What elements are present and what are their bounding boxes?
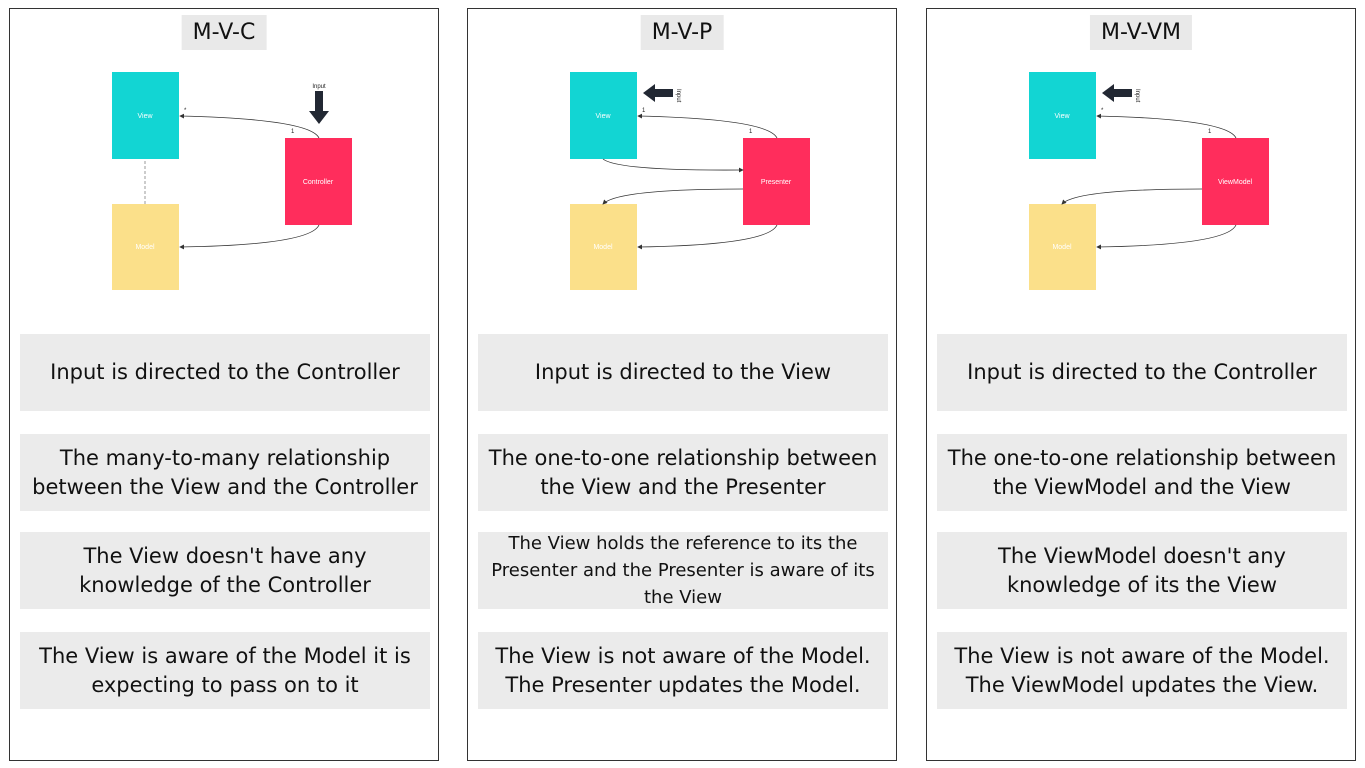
description-card: The one-to-one relationship between the … [478,434,888,511]
view-label: View [137,113,153,120]
card-text: The View is not aware of the Model. The … [495,643,871,697]
description-card: The one-to-one relationship between the … [937,434,1347,511]
view-link-arrow [1096,113,1237,139]
pattern-diagram: ViewModel Controller * 1 Input [112,72,352,290]
middle-label: ViewModel [1218,179,1253,186]
card-text: The View holds the reference to its the … [491,533,875,608]
view-presenter-arrow [602,158,744,173]
panel-title: M-V-C [181,15,267,50]
card-text: The one-to-one relationship between the … [488,445,878,499]
pattern-diagram: ViewModel Presenter 1 1 Input [570,72,810,290]
card-text: The View doesn't have any knowledge of t… [79,543,371,597]
model-update-arrow [637,224,778,250]
controller-box [285,138,352,225]
multiplicity-view: * [184,108,187,114]
description-card: The many-to-many relationship between th… [20,434,430,511]
view-label: View [1054,113,1070,120]
input-label: Input [1134,89,1140,103]
model-box [570,204,637,290]
panel-title: M-V-VM [1089,15,1193,50]
model-label: Model [135,244,155,251]
card-text: The ViewModel doesn't any knowledge of i… [998,543,1286,597]
card-text: Input is directed to the View [534,360,832,384]
model-update-arrow [179,224,320,250]
view-box [1029,72,1096,159]
view-box [112,72,179,159]
view-link-arrow [179,113,320,139]
viewmodel-box [1202,138,1269,225]
description-card: The View is not aware of the Model. The … [937,632,1347,709]
middle-label: Presenter [761,179,792,186]
view-box [570,72,637,159]
input-label: Input [312,84,326,90]
card-text: Input is directed to the Controller [50,360,400,384]
panel-title: M-V-P [640,15,724,50]
model-update-arrow [1096,224,1237,250]
card-text: Input is directed to the Controller [967,360,1317,384]
middle-model-arrow [602,188,744,205]
model-label: Model [593,244,613,251]
description-card: Input is directed to the Controller [20,334,430,411]
card-text: The View is not aware of the Model. The … [954,643,1330,697]
model-box [1029,204,1096,290]
middle-label: Controller [303,179,334,186]
description-card: The View doesn't have any knowledge of t… [20,532,430,609]
card-text: The one-to-one relationship between the … [947,445,1337,499]
multiplicity-view: * [1101,108,1104,114]
multiplicity-view: 1 [642,108,646,114]
input-arrow-icon [1102,84,1132,102]
middle-model-arrow [1061,188,1203,205]
description-card: The ViewModel doesn't any knowledge of i… [937,532,1347,609]
description-card: The View is not aware of the Model. The … [478,632,888,709]
view-label: View [595,113,611,120]
model-box [112,204,179,290]
multiplicity-middle: 1 [749,129,753,135]
input-label: Input [675,89,681,103]
view-link-arrow [637,113,778,139]
description-card: The View is aware of the Model it is exp… [20,632,430,709]
description-card: The View holds the reference to its the … [478,532,888,609]
input-arrow-icon [643,84,673,102]
description-card: Input is directed to the View [478,334,888,411]
description-card: Input is directed to the Controller [937,334,1347,411]
card-text: The many-to-many relationship between th… [32,445,418,499]
presenter-box [743,138,810,225]
input-arrow-icon [309,91,329,124]
multiplicity-middle: 1 [291,129,295,135]
multiplicity-middle: 1 [1208,129,1212,135]
model-label: Model [1052,244,1072,251]
card-text: The View is aware of the Model it is exp… [39,643,411,697]
